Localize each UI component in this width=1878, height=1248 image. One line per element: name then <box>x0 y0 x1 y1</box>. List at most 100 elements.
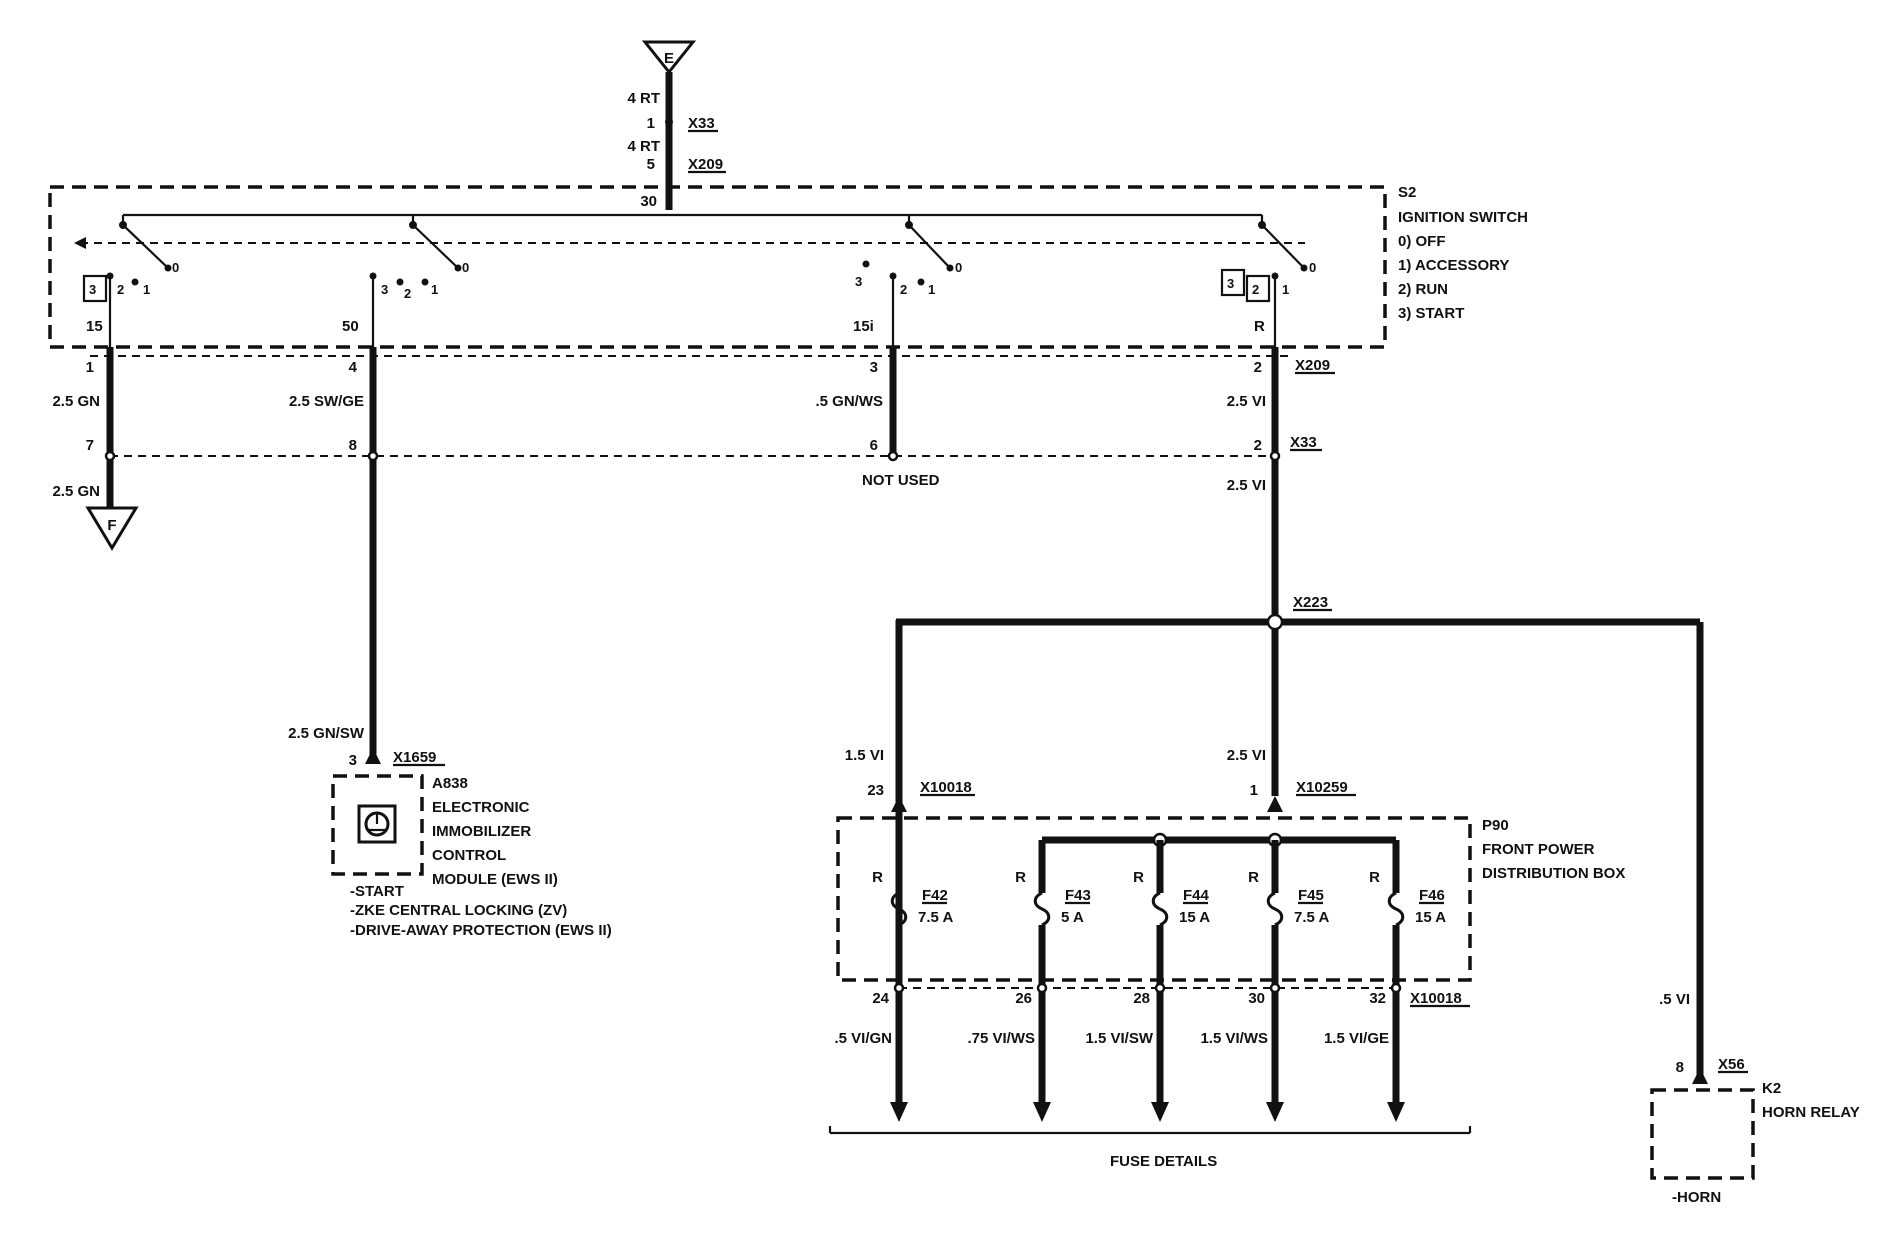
fuse-element <box>1151 891 1169 927</box>
fuse-output-wire-label: .5 VI/GN <box>834 1030 892 1047</box>
fuse-pin-dot <box>1390 982 1402 994</box>
svg-text:2: 2 <box>1252 282 1259 297</box>
x33-pin-7: 7 <box>86 437 94 454</box>
svg-text:DISTRIBUTION BOX: DISTRIBUTION BOX <box>1482 865 1625 882</box>
immobilizer-label: A838 ELECTRONIC IMMOBILIZER CONTROL MODU… <box>432 775 558 888</box>
svg-text:S2: S2 <box>1398 184 1416 201</box>
wire-immob-label: 2.5 GN/SW <box>288 725 365 742</box>
horn-relay-pin: 8 <box>1676 1059 1684 1076</box>
x33-right-connector: X33 <box>1290 434 1317 451</box>
x209-pin-2: 2 <box>1254 359 1262 376</box>
immobilizer-pin: 3 <box>349 752 357 769</box>
x209-right-connector: X209 <box>1295 357 1330 374</box>
svg-text:-DRIVE-AWAY PROTECTION (EWS II: -DRIVE-AWAY PROTECTION (EWS II) <box>350 922 612 939</box>
switch-contact-15i: 0 3 2 1 <box>855 215 962 347</box>
fuse-output-pin: 24 <box>872 990 889 1007</box>
fuse-id: F44 <box>1183 887 1210 904</box>
connector-f-label: F <box>107 517 116 534</box>
feed-wire-label-2: 4 RT <box>627 138 660 155</box>
svg-text:0: 0 <box>172 260 179 275</box>
svg-text:A838: A838 <box>432 775 468 792</box>
switch-contact-15: 0 3 2 1 <box>82 215 179 347</box>
x33-pin-8: 8 <box>349 437 357 454</box>
svg-text:MODULE (EWS II): MODULE (EWS II) <box>432 871 558 888</box>
fuse-id: F43 <box>1065 887 1091 904</box>
wire-50-label: 2.5 SW/GE <box>289 393 364 410</box>
svg-text:2: 2 <box>404 286 411 301</box>
connector-pin-dots <box>104 450 1281 462</box>
feed-wire-label-1: 4 RT <box>627 90 660 107</box>
x209-pin-1: 1 <box>86 359 94 376</box>
x10018-out-connector: X10018 <box>1410 990 1462 1007</box>
svg-text:1: 1 <box>928 282 935 297</box>
svg-text:IGNITION SWITCH: IGNITION SWITCH <box>1398 209 1528 226</box>
fuse-rating: 7.5 A <box>1294 909 1329 926</box>
svg-text:0) OFF: 0) OFF <box>1398 233 1446 250</box>
svg-text:3) START: 3) START <box>1398 305 1464 322</box>
switch-link-arrow <box>74 237 86 249</box>
fuse-output-wire-label: 1.5 VI/GE <box>1324 1030 1389 1047</box>
svg-text:2: 2 <box>117 282 124 297</box>
svg-text:1: 1 <box>431 282 438 297</box>
fuse-output-pin: 26 <box>1015 990 1032 1007</box>
x33-top-pin-dot <box>665 118 673 126</box>
wire-f42-label: 1.5 VI <box>845 747 884 764</box>
terminal-r: R <box>1254 318 1265 335</box>
immobilizer-notes: -START -ZKE CENTRAL LOCKING (ZV) -DRIVE-… <box>350 883 612 939</box>
svg-text:3: 3 <box>1227 276 1234 291</box>
fuse-element <box>1033 891 1051 927</box>
fuse-rail-label: R <box>1369 869 1380 886</box>
x33-pin-6: 6 <box>870 437 878 454</box>
x33-pin-2: 2 <box>1254 437 1262 454</box>
svg-text:2: 2 <box>900 282 907 297</box>
wire-r-label: 2.5 VI <box>1227 393 1266 410</box>
fuse-output-arrow <box>1033 1102 1051 1122</box>
x209-pin-4: 4 <box>349 359 358 376</box>
x10259-connector: X10259 <box>1296 779 1348 796</box>
fuse-pin-dot <box>1269 982 1281 994</box>
wire-15i-label: .5 GN/WS <box>815 393 883 410</box>
connector-e-label: E <box>664 50 674 67</box>
ground-symbol-e: E <box>641 40 697 75</box>
fuse-output-arrow <box>1151 1102 1169 1122</box>
svg-text:2) RUN: 2) RUN <box>1398 281 1448 298</box>
not-used-label: NOT USED <box>862 472 940 489</box>
svg-text:FRONT POWER: FRONT POWER <box>1482 841 1595 858</box>
x56-connector: X56 <box>1718 1056 1745 1073</box>
fuse-element <box>890 891 908 927</box>
fuse-pin-dot <box>1154 982 1166 994</box>
fuse-output-wire-label: 1.5 VI/WS <box>1200 1030 1268 1047</box>
x223-splice <box>1266 613 1284 631</box>
terminal-15i: 15i <box>853 318 874 335</box>
wire-main-label: 2.5 VI <box>1227 747 1266 764</box>
fuse-output-pin: 32 <box>1369 990 1386 1007</box>
svg-text:3: 3 <box>855 274 862 289</box>
fuse-rail-label: R <box>1133 869 1144 886</box>
x1659-connector: X1659 <box>393 749 436 766</box>
svg-text:1) ACCESSORY: 1) ACCESSORY <box>1398 257 1509 274</box>
svg-text:3: 3 <box>381 282 388 297</box>
fuse-output-pin: 28 <box>1133 990 1150 1007</box>
svg-text:-ZKE CENTRAL LOCKING (ZV): -ZKE CENTRAL LOCKING (ZV) <box>350 902 567 919</box>
x223-connector: X223 <box>1293 594 1328 611</box>
fuse-output-wire-label: 1.5 VI/SW <box>1085 1030 1153 1047</box>
wire-15-label: 2.5 GN <box>52 393 100 410</box>
svg-text:P90: P90 <box>1482 817 1509 834</box>
immobilizer-module <box>331 774 424 876</box>
switch-contact-r: 0 3 2 1 <box>1220 215 1316 347</box>
fusebox-pin-1: 1 <box>1250 782 1258 799</box>
svg-text:0: 0 <box>1309 260 1316 275</box>
svg-text:0: 0 <box>462 260 469 275</box>
x209-top-pin: 5 <box>647 156 655 173</box>
x33-top-connector: X33 <box>688 115 715 132</box>
x10018-in-connector: X10018 <box>920 779 972 796</box>
ignition-switch-box <box>48 185 1387 349</box>
svg-text:1: 1 <box>1282 282 1289 297</box>
x209-top-connector: X209 <box>688 156 723 173</box>
fuse-rail-label: R <box>1015 869 1026 886</box>
